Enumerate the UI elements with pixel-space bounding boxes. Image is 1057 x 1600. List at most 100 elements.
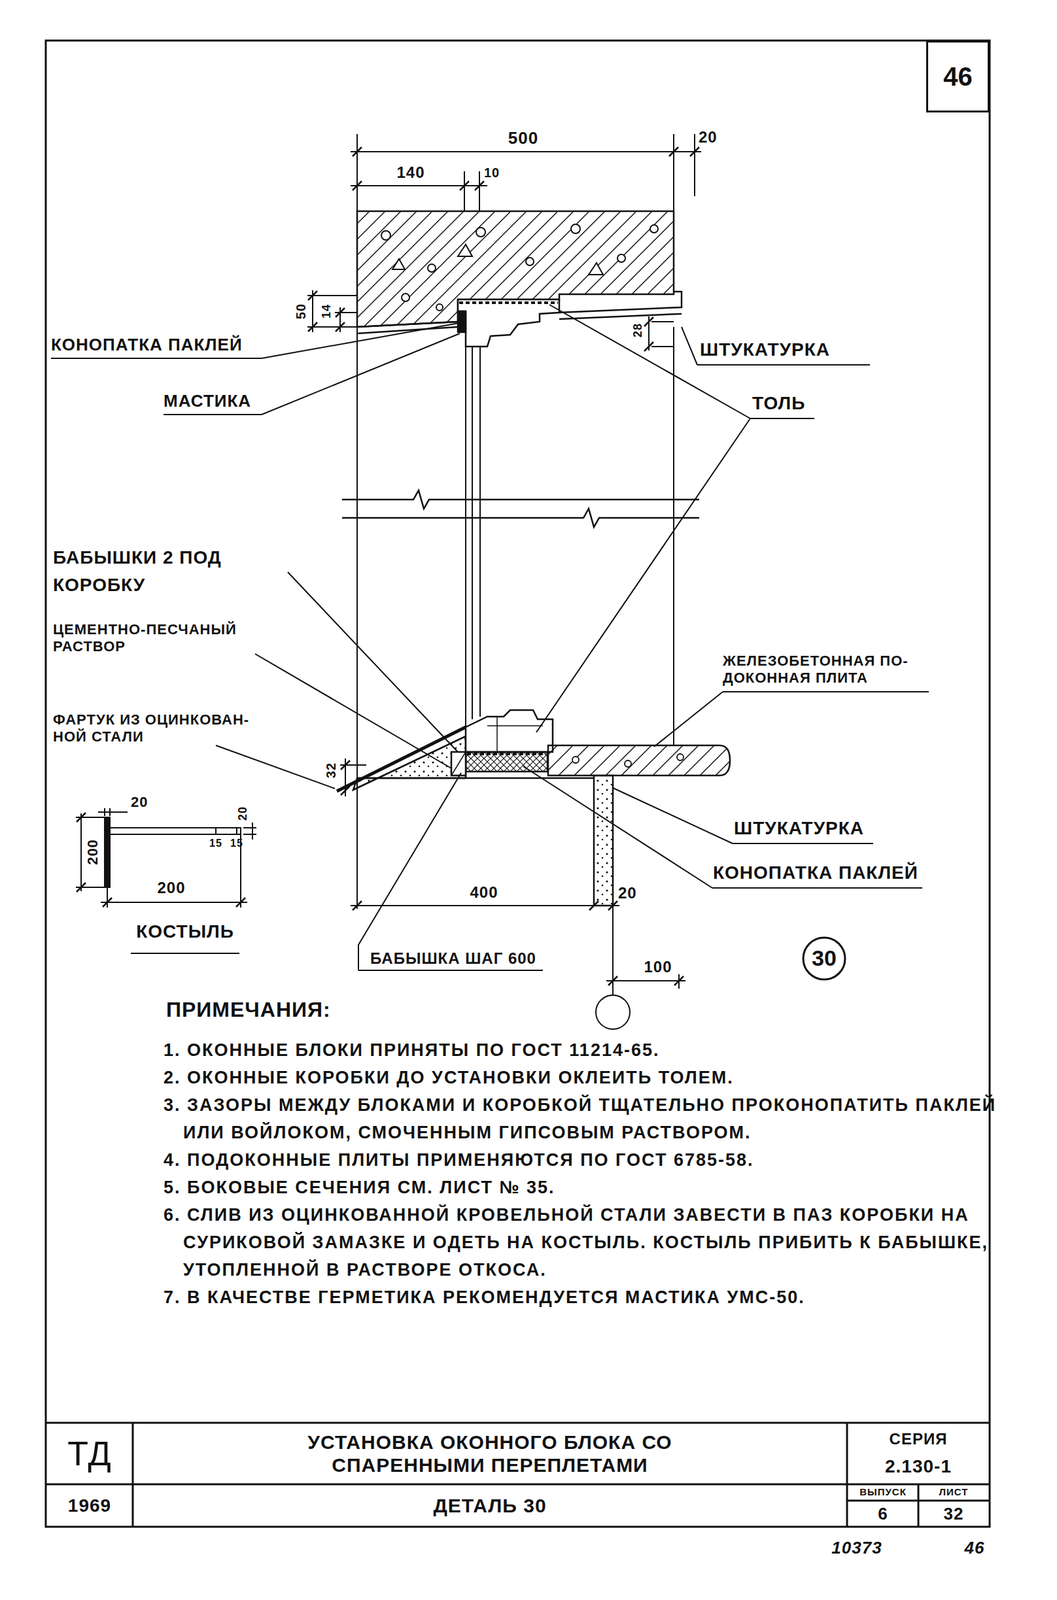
anchor-detail — [75, 813, 105, 892]
leader-lines — [261, 323, 460, 359]
dimension-value: 400 — [469, 883, 498, 903]
title-block-cell: СЕРИЯ — [889, 1430, 948, 1450]
anchor-detail — [109, 828, 241, 835]
concrete-lintel — [650, 225, 659, 233]
window-frame-head — [459, 301, 558, 305]
part-label: БАБЫШКИ 2 ПОД КОРОБКУ — [52, 544, 250, 600]
leader-lines — [215, 304, 751, 971]
plaster-layer — [559, 291, 682, 320]
window-sill-assembly — [465, 710, 553, 753]
note-text: 3. ЗАЗОРЫ МЕЖДУ БЛОКАМИ И КОРОБКОЙ ТЩАТЕ… — [163, 1091, 1001, 1147]
leader-lines — [215, 745, 335, 789]
part-label: МАСТИКА — [163, 391, 252, 412]
dimension-lines — [308, 147, 700, 986]
leader-lines — [523, 766, 713, 889]
dimension-lines — [352, 181, 485, 191]
dimension-lines — [352, 147, 700, 157]
window-sill-assembly — [336, 710, 730, 906]
sheet-frame — [45, 1423, 990, 1528]
anchor-detail — [102, 898, 246, 908]
note-text: 1. ОКОННЫЕ БЛОКИ ПРИНЯТЫ ПО ГОСТ 11214-6… — [163, 1036, 1001, 1065]
window-sill-assembly — [548, 745, 730, 776]
dimension-value: 20 — [698, 128, 718, 148]
window-sill-assembly — [624, 760, 632, 768]
window-sill-assembly — [572, 754, 684, 768]
concrete-lintel — [457, 244, 473, 257]
detail-number-circle: 30 — [801, 936, 847, 982]
title-block-cell: 32 — [943, 1504, 965, 1525]
note-text: 7. В КАЧЕСТВЕ ГЕРМЕТИКА РЕКОМЕНДУЕТСЯ МА… — [163, 1283, 1001, 1312]
window-sill-assembly — [357, 777, 594, 780]
node-text: 30 — [811, 946, 837, 971]
dimension-value: 28 — [631, 323, 646, 338]
sheet-number: 10373 — [831, 1538, 882, 1559]
dimension-lines — [644, 317, 654, 352]
leader-lines — [255, 654, 452, 769]
window-sash-lines — [357, 327, 674, 910]
part-label: ШТУКАТУРКА — [699, 338, 831, 362]
title-block-cell: 6 — [877, 1504, 888, 1525]
title-block-cell: ТД — [67, 1433, 112, 1475]
dimension-value: 20 — [130, 794, 148, 812]
dimension-value: 100 — [643, 958, 672, 978]
window-sill-assembly — [451, 752, 466, 776]
concrete-lintel — [617, 254, 626, 263]
dimension-lines — [308, 291, 345, 332]
anchor-detail — [76, 813, 246, 908]
leader-lines — [549, 304, 751, 419]
window-sill-assembly — [336, 727, 466, 792]
window-sill-assembly — [467, 752, 547, 756]
part-label: ЦЕМЕНТНО-ПЕСЧАНЫЙ РАСТВОР — [52, 621, 250, 657]
anchor-detail — [104, 817, 110, 888]
circle-outline — [803, 937, 846, 980]
part-label: КОНОПАТКА ПАКЛЕЙ — [712, 862, 919, 885]
dimension-lines — [648, 316, 674, 351]
concrete-lintel — [401, 293, 410, 302]
concrete-lintel — [381, 224, 659, 311]
leader-lines — [358, 773, 462, 971]
title-block-cell: 1969 — [68, 1495, 112, 1518]
leader-lines — [287, 572, 458, 753]
dimension-lines — [595, 995, 630, 1030]
dimension-value: 15 — [209, 837, 223, 850]
dimension-value: 14 — [319, 304, 335, 319]
dimension-lines — [608, 976, 684, 986]
dimension-value: 50 — [293, 303, 309, 320]
title-block-cell: ДЕТАЛЬ 30 — [433, 1494, 547, 1519]
dimension-lines — [307, 290, 358, 333]
note-text: 5. БОКОВЫЕ СЕЧЕНИЯ СМ. ЛИСТ № 35. — [163, 1174, 1001, 1202]
label-underlines — [51, 358, 929, 971]
part-label: ТОЛЬ — [752, 392, 806, 415]
drawing-title: УСТАНОВКА ОКОННОГО БЛОКА СО СПАРЕННЫМИ П… — [277, 1431, 703, 1477]
label-underlines — [51, 358, 870, 419]
dimension-lines — [350, 775, 686, 989]
break-lines — [342, 490, 700, 528]
label-underlines — [130, 692, 929, 971]
dimension-value: 200 — [156, 879, 186, 899]
leader-lines — [261, 333, 460, 415]
break-lines — [342, 490, 700, 528]
dimension-lines — [307, 134, 702, 1030]
note-text: 2. ОКОННЫЕ КОРОБКИ ДО УСТАНОВКИ ОКЛЕИТЬ … — [163, 1064, 1001, 1092]
dimension-value: 500 — [508, 128, 539, 149]
leader-lines — [654, 692, 723, 747]
note-text: 6. СЛИВ ИЗ ОЦИНКОВАННОЙ КРОВЕЛЬНОЙ СТАЛИ… — [163, 1201, 1001, 1284]
note-text: 4. ПОДОКОННЫЕ ПЛИТЫ ПРИМЕНЯЮТСЯ ПО ГОСТ … — [163, 1146, 1001, 1175]
window-sill-assembly — [593, 775, 613, 906]
part-label: КОНОПАТКА ПАКЛЕЙ — [51, 334, 243, 356]
anchor-detail — [75, 808, 257, 908]
window-sill-assembly — [676, 754, 684, 761]
concrete-lintel — [427, 264, 436, 273]
part-label: БАБЫШКА ШАГ 600 — [370, 949, 537, 969]
window-sill-assembly — [487, 716, 543, 753]
dimension-value: 140 — [396, 163, 425, 183]
part-label: КОСТЫЛЬ — [136, 920, 235, 944]
part-label: ФАРТУК ИЗ ОЦИНКОВАН- НОЙ СТАЛИ — [52, 711, 266, 747]
concrete-lintel — [525, 257, 534, 266]
concrete-lintel — [588, 262, 604, 275]
dimension-value: 10 — [484, 164, 500, 181]
window-frame-head — [457, 311, 466, 333]
part-label: ШТУКАТУРКА — [733, 817, 865, 840]
